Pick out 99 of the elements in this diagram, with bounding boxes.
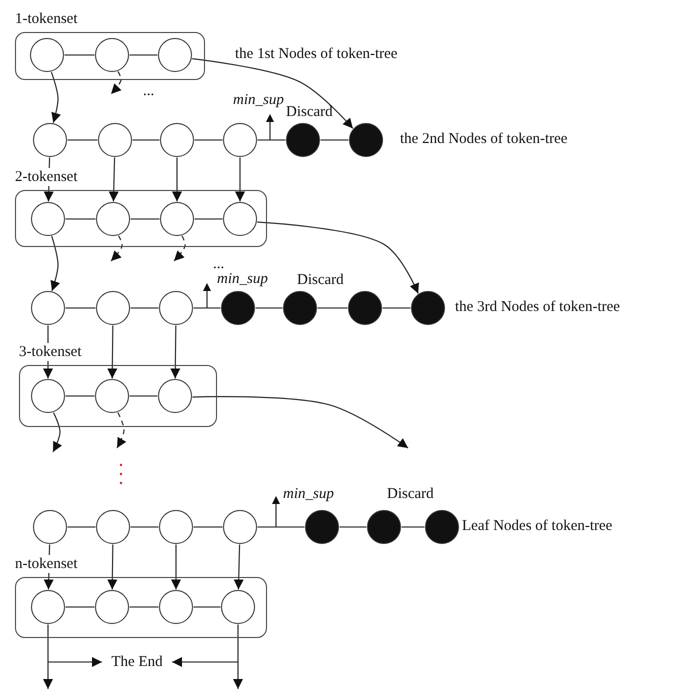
node-circle (159, 291, 193, 325)
threshold-label: min_sup (217, 271, 268, 288)
threshold-label: min_sup (233, 92, 284, 109)
connector-line (130, 218, 160, 220)
filled-node-circle (411, 291, 445, 325)
connector-line (130, 606, 158, 608)
annotation-text: the 3rd Nodes of token-tree (455, 299, 620, 316)
annotation-text: the 2nd Nodes of token-tree (400, 131, 568, 148)
connector-line (340, 526, 366, 528)
arrow (234, 544, 244, 590)
connector-line (68, 526, 96, 528)
arrow (192, 58, 354, 129)
node-circle (223, 510, 257, 544)
connector-line (194, 606, 220, 608)
arrow (43, 624, 53, 689)
arrow (172, 657, 238, 667)
connector-line (130, 395, 158, 397)
node-circle (96, 202, 130, 236)
connector-line (66, 218, 96, 220)
connector-line (130, 54, 158, 56)
connector-line (194, 139, 222, 141)
filled-node-circle (286, 123, 320, 157)
arrow (50, 72, 61, 123)
dashed-arrow (110, 71, 122, 94)
annotation-text: ... (143, 83, 154, 100)
connector-line (256, 307, 282, 309)
connector-line (194, 307, 220, 309)
filled-node-circle (349, 123, 383, 157)
tokenset-heading: n-tokenset (15, 555, 78, 573)
connector-line (130, 526, 158, 528)
arrow (48, 657, 102, 667)
node-circle (95, 379, 129, 413)
node-circle (30, 38, 64, 72)
connector-line (194, 218, 222, 220)
node-circle (31, 291, 65, 325)
connector-line (382, 307, 410, 309)
connector-line (66, 395, 94, 397)
annotation-text: Discard (387, 486, 434, 503)
arrow (171, 544, 181, 590)
filled-node-circle (221, 291, 255, 325)
connector-line (64, 54, 94, 56)
arrow (50, 236, 60, 292)
connector-line (320, 139, 348, 141)
annotation-text: the 1st Nodes of token-tree (235, 46, 398, 63)
connector-line (194, 526, 222, 528)
node-circle (31, 202, 65, 236)
arrow (233, 624, 243, 689)
node-circle (158, 379, 192, 413)
connector-line (66, 307, 96, 309)
dashed-arrow (110, 235, 123, 262)
node-circle (95, 38, 129, 72)
node-circle (31, 590, 65, 624)
annotation-text: Leaf Nodes of token-tree (462, 518, 612, 535)
node-circle (96, 291, 130, 325)
connector-line (318, 307, 348, 309)
connector-line (258, 139, 286, 141)
dashed-arrow (116, 412, 126, 448)
filled-node-circle (348, 291, 382, 325)
tokenset-heading: 2-tokenset (15, 168, 78, 186)
annotation-text: Discard (297, 272, 344, 289)
node-circle (159, 590, 193, 624)
connector-line (130, 307, 158, 309)
arrow (52, 412, 62, 452)
filled-node-circle (305, 510, 339, 544)
node-circle (223, 123, 257, 157)
threshold-label: min_sup (283, 486, 334, 503)
node-circle (160, 123, 194, 157)
connector-line (68, 139, 98, 141)
arrow (192, 396, 408, 448)
dashed-arrow (174, 236, 186, 262)
arrow (170, 326, 180, 378)
filled-node-circle (283, 291, 317, 325)
arrow (107, 326, 118, 378)
annotation-text: Discard (286, 104, 333, 121)
node-circle (223, 202, 257, 236)
end-label: The End (104, 653, 170, 671)
annotation-text: ... (213, 256, 224, 273)
node-circle (95, 590, 129, 624)
arrow (257, 222, 419, 294)
connector-line (132, 139, 160, 141)
node-circle (98, 123, 132, 157)
filled-node-circle (367, 510, 401, 544)
node-circle (159, 510, 193, 544)
node-circle (221, 590, 255, 624)
connector-line (402, 526, 424, 528)
node-circle (33, 123, 67, 157)
arrow (108, 157, 119, 202)
node-circle (33, 510, 67, 544)
tokenset-heading: 3-tokenset (19, 343, 82, 361)
node-circle (158, 38, 192, 72)
arrow (107, 544, 118, 590)
arrow (172, 158, 182, 202)
filled-node-circle (425, 510, 459, 544)
arrow (235, 158, 245, 202)
node-circle (31, 379, 65, 413)
connector-line (66, 606, 94, 608)
node-circle (96, 510, 130, 544)
node-circle (160, 202, 194, 236)
connector-line (258, 526, 304, 528)
